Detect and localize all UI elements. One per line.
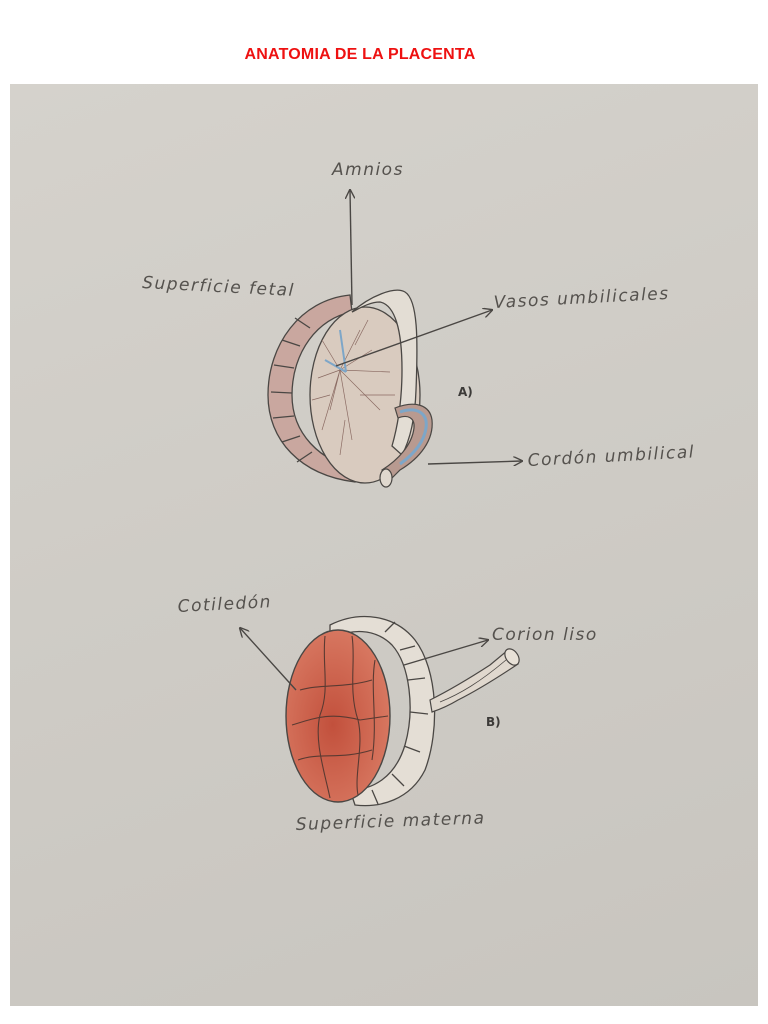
label-amnios: Amnios	[331, 160, 404, 180]
hand-drawn-diagram-photo: Amnios Superficie fetal Vasos umbilicale…	[10, 84, 758, 1006]
label-corion-liso: Corion liso	[492, 625, 598, 645]
label-superficie-fetal: Superficie fetal	[142, 273, 296, 301]
placenta-fetal-drawing	[268, 290, 432, 487]
label-vasos-umbilicales: Vasos umbilicales	[493, 284, 670, 313]
figure-a-tag: A)	[458, 385, 473, 399]
figure-b-tag: B)	[486, 715, 501, 729]
arrow-cordon-umbilical	[428, 461, 522, 464]
label-cordon-umbilical: Cordón umbilical	[527, 442, 695, 471]
placenta-maternal-drawing	[286, 617, 522, 806]
arrow-amnios	[350, 190, 352, 305]
arrow-cotiledon	[240, 628, 296, 690]
label-cotiledon: Cotiledón	[177, 592, 272, 617]
label-superficie-materna: Superficie materna	[295, 808, 485, 835]
page-title: ANATOMIA DE LA PLACENTA	[0, 46, 720, 64]
